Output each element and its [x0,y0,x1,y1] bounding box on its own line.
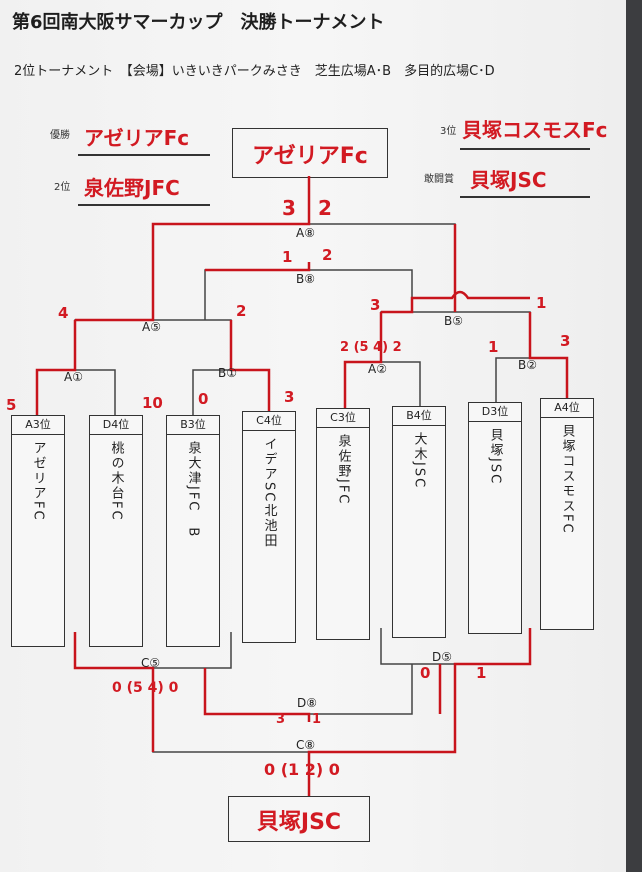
team-card: B3位 泉大津JFC B [166,415,220,647]
team-seed: A3位 [12,416,64,435]
score-c5: 0 (5 4) 0 [112,680,179,696]
team-name: 泉佐野JFC [335,434,351,506]
score-a2: 2 (5 4) 2 [340,340,402,355]
score-a1-right: 10 [142,394,163,412]
champion-name: アゼリアFc [252,144,368,169]
winner-underline [78,154,210,156]
team-card: D3位 貝塚JSC [468,402,522,634]
third-name: 貝塚コスモスFc [462,118,608,142]
score-b1-left: 0 [198,390,209,408]
fighting-spirit-label: 敢闘賞 [424,174,454,185]
match-node-a5: A⑤ [142,320,161,334]
team-name: イデアSC北池田 [261,437,277,549]
match-node-d5: D⑤ [432,650,452,664]
match-node-a2: A② [368,362,387,376]
team-seed: D3位 [469,403,521,422]
team-card: C3位 泉佐野JFC [316,408,370,640]
match-node-a1: A① [64,370,83,384]
team-card: C4位 イデアSC北池田 [242,411,296,643]
match-node-b5: B⑤ [444,314,463,328]
tournament-sheet: 第6回南大阪サマーカップ 決勝トーナメント 2位トーナメント 【会場】いきいきパ… [0,0,626,872]
team-seed: C3位 [317,409,369,428]
team-seed: A4位 [541,399,593,418]
second-label: 2位 [54,182,71,193]
fighting-spirit-box: 貝塚JSC [228,796,370,842]
champion-box: アゼリアFc [232,128,388,178]
score-b5-right: 1 [536,294,547,312]
team-seed: B3位 [167,416,219,435]
second-name: 泉佐野JFC [84,176,180,200]
score-b2-left: 1 [488,338,499,356]
score-b8-right: 2 [322,246,333,264]
score-d8-right: 1 [312,712,322,727]
match-node-d8: D⑧ [297,696,317,710]
page-title: 第6回南大阪サマーカップ 決勝トーナメント [12,12,385,33]
match-node-a8: A⑧ [296,226,315,240]
match-node-b8: B⑧ [296,272,315,286]
team-name: 桃の木台FC [108,441,124,522]
fighting-spirit-name: 貝塚JSC [470,168,547,192]
bracket-lines [35,176,569,796]
match-node-c8: C⑧ [296,738,316,752]
score-d5-right: 1 [476,664,487,682]
team-card: D4位 桃の木台FC [89,415,143,647]
match-node-c5: C⑤ [141,656,161,670]
page-subtitle: 2位トーナメント 【会場】いきいきパークみさき 芝生広場A･B 多目的広場C･D [14,64,495,79]
score-b1-right: 3 [284,388,295,406]
match-node-b2: B② [518,358,537,372]
score-a5-right: 2 [236,302,247,320]
team-name: 泉大津JFC B [185,441,201,539]
score-b2-right: 3 [560,332,571,350]
score-a8-left: 3 [282,196,296,220]
third-underline [460,148,590,150]
team-name: 貝塚JSC [487,428,503,486]
team-seed: C4位 [243,412,295,431]
score-a8-right: 2 [318,196,332,220]
score-b5-left: 3 [370,296,381,314]
team-card: A3位 アゼリアFC [11,415,65,647]
team-seed: D4位 [90,416,142,435]
score-a5-left: 4 [58,304,69,322]
score-d8-left: 3 [276,712,286,727]
second-underline [78,204,210,206]
score-a1-left: 5 [6,396,17,414]
score-d5-left: 0 [420,664,431,682]
team-name: アゼリアFC [30,441,46,522]
team-name: 貝塚コスモスFC [559,424,575,535]
team-card: A4位 貝塚コスモスFC [540,398,594,630]
score-b8-left: 1 [282,248,293,266]
third-label: 3位 [440,126,457,137]
winner-name: アゼリアFc [84,126,190,150]
team-card: B4位 大木JSC [392,406,446,638]
background-edge [626,0,642,872]
team-name: 大木JSC [411,432,427,490]
fighting-spirit-box-name: 貝塚JSC [256,810,342,835]
team-seed: B4位 [393,407,445,426]
match-node-b1: B① [218,366,237,380]
fighting-spirit-underline [460,196,590,198]
score-c8: 0 (1 2) 0 [264,760,340,779]
winner-label: 優勝 [50,130,70,141]
